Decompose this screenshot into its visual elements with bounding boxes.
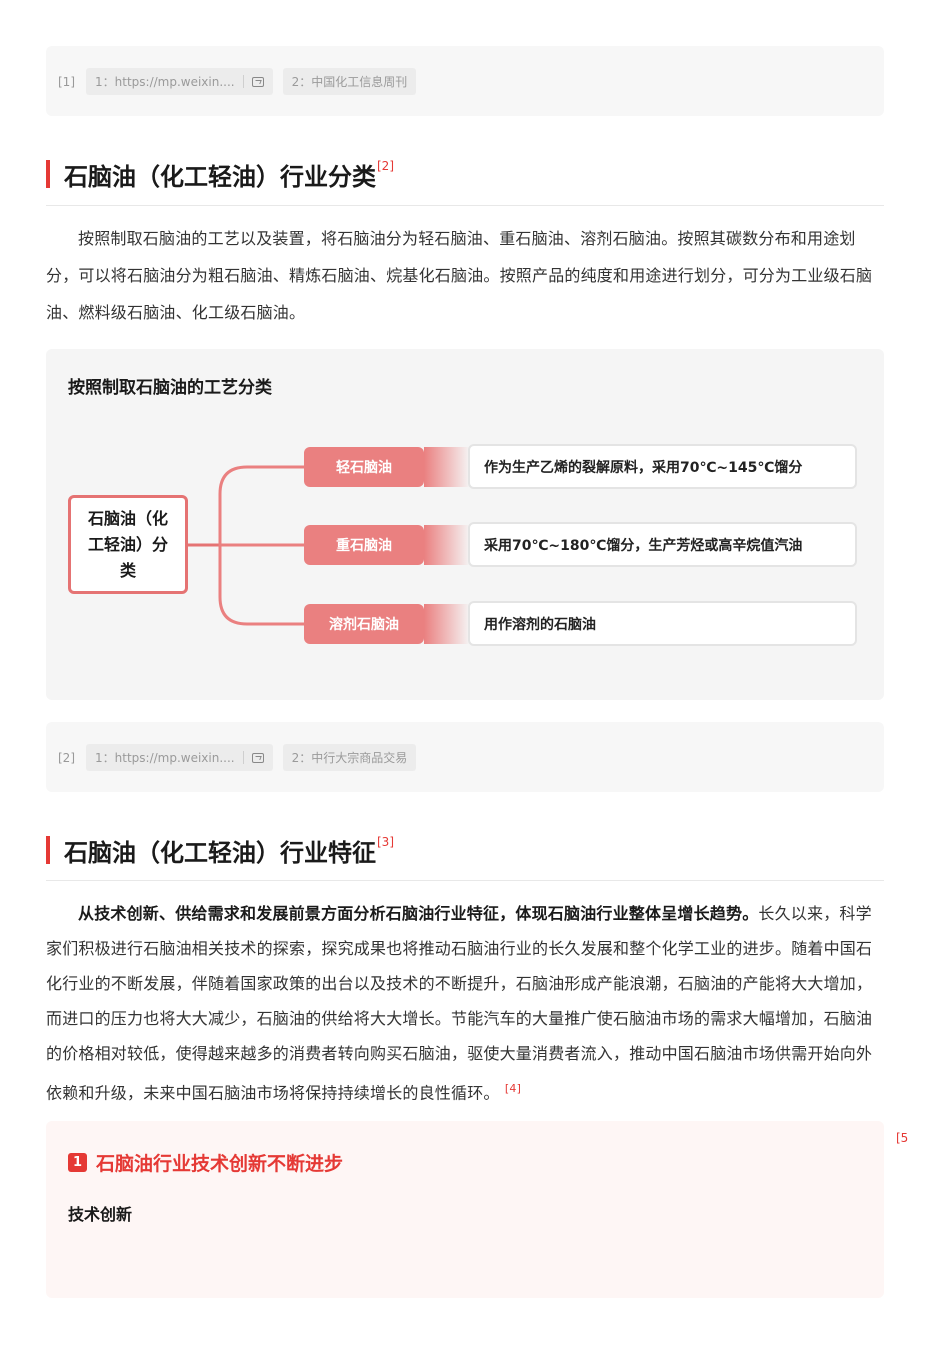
reference-block-1: [1] 1：https://mp.weixin.... 2：中国化工信息周刊 — [46, 46, 884, 116]
section-title-characteristics: 石脑油（化工轻油）行业特征 [3] — [46, 835, 394, 867]
reference-link-1[interactable]: 1：https://mp.weixin.... — [86, 68, 273, 95]
citation-link[interactable]: [2] — [377, 159, 394, 173]
reference-number: [1] — [58, 74, 75, 89]
branch-solvent-naphtha: 溶剂石脑油 — [304, 604, 424, 644]
reference-source-2[interactable]: 2：中行大宗商品交易 — [282, 744, 417, 771]
title-accent-bar — [46, 160, 50, 188]
paragraph-lead: 从技术创新、供给需求和发展前景方面分析石脑油行业特征，体现石脑油行业整体呈增长趋… — [78, 904, 759, 923]
title-accent-bar — [46, 836, 50, 864]
reference-number: [2] — [58, 750, 75, 765]
open-link-icon[interactable] — [251, 76, 264, 87]
branch-fade — [424, 447, 470, 487]
open-link-icon[interactable] — [251, 752, 264, 763]
branch-heavy-naphtha: 重石脑油 — [304, 525, 424, 565]
divider — [46, 205, 884, 206]
divider — [46, 880, 884, 881]
paragraph-text: 长久以来，科学家们积极进行石脑油相关技术的探索，探究成果也将推动石脑油行业的长久… — [46, 904, 873, 1103]
branch-desc-solvent-naphtha: 用作溶剂的石脑油 — [468, 601, 857, 646]
feature-number-badge: 1 — [68, 1153, 87, 1172]
feature-title: 石脑油行业技术创新不断进步 — [96, 1153, 344, 1175]
branch-fade — [424, 604, 470, 644]
citation-link[interactable]: [3] — [377, 835, 394, 849]
feature-card-tech-innovation: 1 石脑油行业技术创新不断进步 技术创新 — [46, 1121, 884, 1298]
reference-link-1[interactable]: 1：https://mp.weixin.... — [86, 744, 273, 771]
branch-fade — [424, 525, 470, 565]
reference-source-2[interactable]: 2：中国化工信息周刊 — [282, 68, 417, 95]
classification-diagram: 按照制取石脑油的工艺分类 石脑油（化工轻油）分类 轻石脑油 作为生产乙烯的裂解原… — [46, 349, 884, 700]
reference-block-2: [2] 1：https://mp.weixin.... 2：中行大宗商品交易 — [46, 722, 884, 792]
citation-link-side[interactable]: [5 — [896, 1131, 909, 1145]
reference-link-label: 1：https://mp.weixin.... — [95, 751, 235, 765]
classification-paragraph: 按照制取石脑油的工艺以及装置，将石脑油分为轻石脑油、重石脑油、溶剂石脑油。按照其… — [46, 220, 884, 331]
diagram-title: 按照制取石脑油的工艺分类 — [68, 378, 272, 398]
feature-heading: 1 石脑油行业技术创新不断进步 — [68, 1149, 343, 1176]
diagram-root-node: 石脑油（化工轻油）分类 — [68, 495, 188, 594]
connector-lines — [188, 465, 304, 626]
reference-source-label: 2：中行大宗商品交易 — [291, 751, 408, 765]
branch-light-naphtha: 轻石脑油 — [304, 447, 424, 487]
section-title-classification: 石脑油（化工轻油）行业分类 [2] — [46, 159, 394, 191]
feature-subtitle: 技术创新 — [68, 1205, 133, 1224]
separator — [242, 751, 244, 764]
paragraph-text: 按照制取石脑油的工艺以及装置，将石脑油分为轻石脑油、重石脑油、溶剂石脑油。按照其… — [46, 229, 873, 322]
branch-desc-light-naphtha: 作为生产乙烯的裂解原料，采用70℃~145℃馏分 — [468, 444, 857, 489]
branch-desc-heavy-naphtha: 采用70℃~180℃馏分，生产芳烃或高辛烷值汽油 — [468, 522, 857, 567]
separator — [242, 75, 244, 88]
citation-link[interactable]: [4] — [504, 1082, 522, 1095]
section-title-text: 石脑油（化工轻油）行业特征 — [64, 838, 376, 867]
characteristics-paragraph: 从技术创新、供给需求和发展前景方面分析石脑油行业特征，体现石脑油行业整体呈增长趋… — [46, 896, 884, 1110]
reference-link-label: 1：https://mp.weixin.... — [95, 75, 235, 89]
section-title-text: 石脑油（化工轻油）行业分类 — [64, 162, 376, 191]
reference-source-label: 2：中国化工信息周刊 — [291, 75, 408, 89]
